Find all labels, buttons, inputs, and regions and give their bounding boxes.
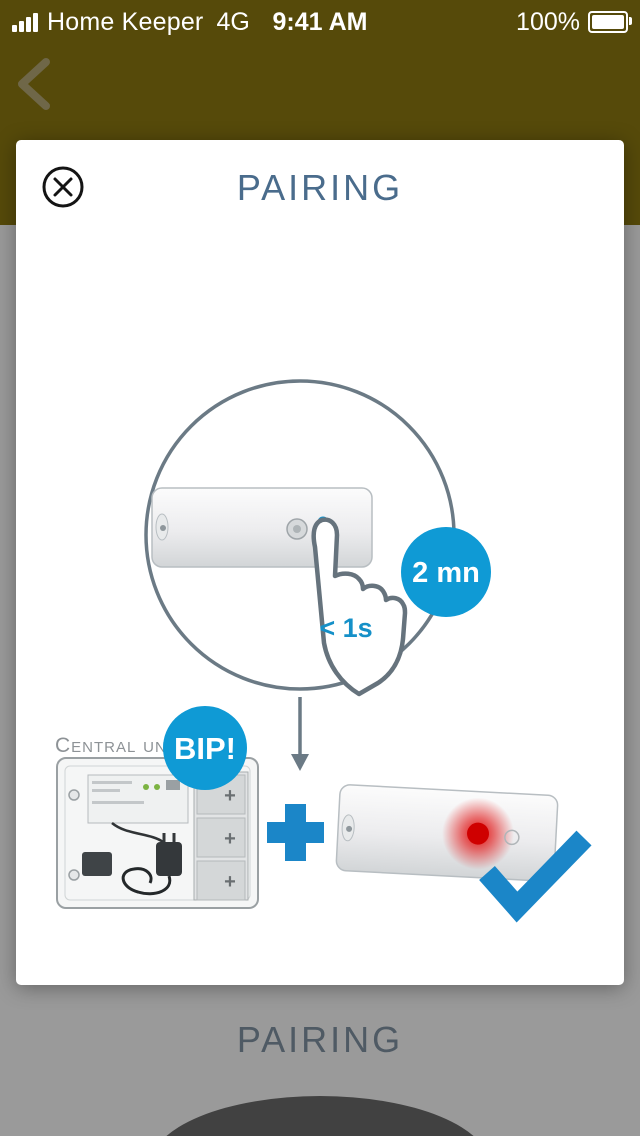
check-icon bbox=[479, 830, 592, 923]
carrier-label: Home Keeper bbox=[47, 7, 204, 36]
battery-icon bbox=[588, 11, 632, 33]
pairing-modal: PAIRING bbox=[16, 140, 624, 985]
status-bar: Home Keeper 4G 9:41 AM 100% bbox=[0, 0, 640, 44]
sensor-device-led bbox=[335, 784, 559, 882]
central-unit-illustration: + + + bbox=[56, 757, 259, 909]
device-screw bbox=[160, 525, 166, 531]
timer-badge: 2 mn bbox=[401, 527, 491, 617]
battery-percent-label: 100% bbox=[516, 7, 580, 36]
central-unit-label: Central unit bbox=[55, 734, 182, 757]
press-hand-icon bbox=[311, 517, 408, 697]
modal-title: PAIRING bbox=[236, 166, 404, 208]
signal-strength-icon bbox=[12, 12, 38, 32]
close-icon bbox=[42, 166, 84, 208]
pairing-instructions-illustration: < 1s 2 mn Central unit bbox=[16, 235, 624, 985]
back-button[interactable] bbox=[12, 56, 60, 112]
timer-badge-label: 2 mn bbox=[412, 557, 480, 589]
sensor-device bbox=[151, 487, 373, 568]
battery-plus-mark: + bbox=[224, 785, 236, 807]
press-duration-label: < 1s bbox=[319, 613, 372, 643]
underlying-illustration-shape bbox=[150, 1096, 490, 1136]
underlying-page-title: PAIRING bbox=[236, 1019, 404, 1060]
chevron-left-icon bbox=[18, 58, 50, 110]
beep-badge-label: BIP! bbox=[174, 731, 236, 766]
beep-badge: BIP! bbox=[163, 706, 247, 790]
modal-header: PAIRING bbox=[16, 140, 624, 235]
battery-plus-mark: + bbox=[224, 871, 236, 893]
network-type-label: 4G bbox=[216, 7, 250, 36]
battery-plus-mark: + bbox=[224, 828, 236, 850]
down-arrow-icon bbox=[291, 697, 309, 771]
close-button[interactable] bbox=[41, 165, 85, 209]
plus-icon bbox=[267, 804, 324, 861]
